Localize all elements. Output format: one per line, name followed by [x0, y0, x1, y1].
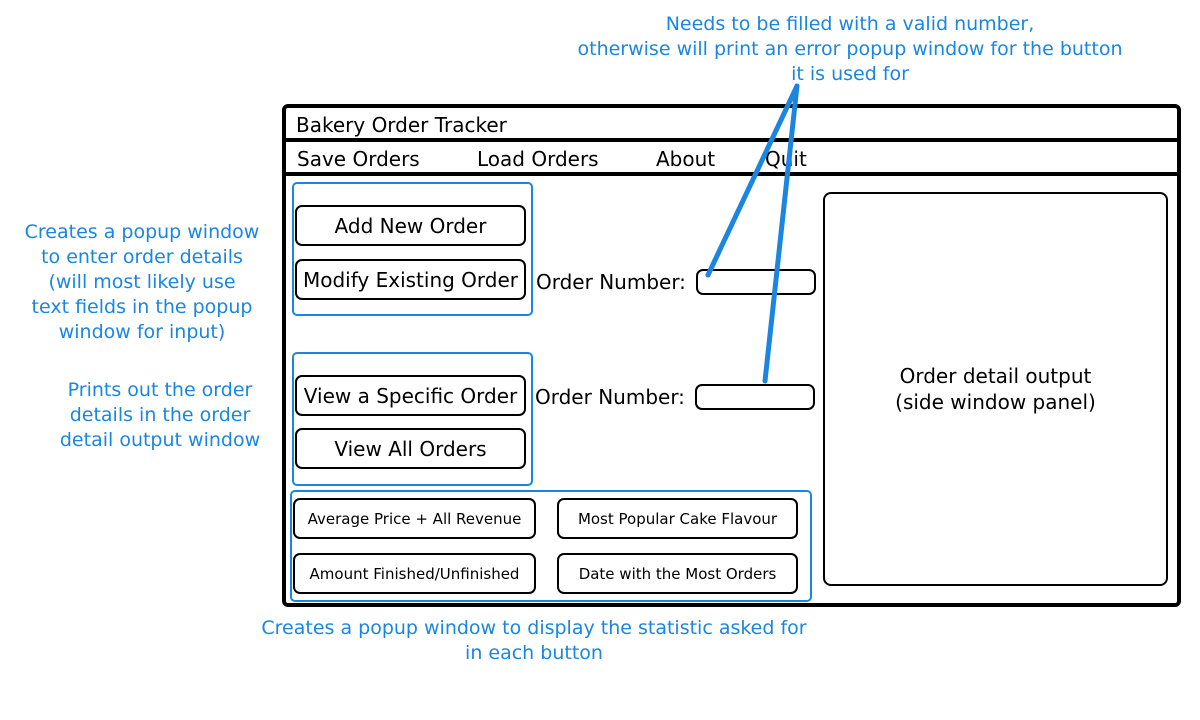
order-number-annotation: Needs to be filled with a valid number, … — [540, 12, 1160, 87]
add-new-order-button[interactable]: Add New Order — [295, 205, 526, 246]
average-price-revenue-button[interactable]: Average Price + All Revenue — [293, 498, 536, 539]
stats-annotation: Creates a popup window to display the st… — [224, 616, 844, 666]
most-popular-flavour-button[interactable]: Most Popular Cake Flavour — [557, 498, 798, 539]
annotation-line: in each button — [465, 642, 603, 664]
output-panel-sublabel: (side window panel) — [895, 390, 1096, 414]
view-all-orders-button[interactable]: View All Orders — [295, 428, 526, 469]
modify-existing-order-button[interactable]: Modify Existing Order — [295, 259, 526, 300]
title-bar: Bakery Order Tracker — [286, 108, 1177, 142]
app-window: Bakery Order Tracker Save Orders Load Or… — [282, 104, 1181, 607]
menu-bar: Save Orders Load Orders About Quit — [286, 142, 1177, 176]
amount-finished-unfinished-button[interactable]: Amount Finished/Unfinished — [293, 553, 536, 594]
view-specific-order-button[interactable]: View a Specific Order — [295, 375, 526, 416]
window-title: Bakery Order Tracker — [296, 113, 507, 137]
output-panel-label: Order detail output — [899, 364, 1092, 388]
order-number-label: Order Number: — [536, 270, 686, 294]
annotation-line: Needs to be filled with a valid number, — [665, 13, 1035, 35]
annotation-line: text fields in the popup — [31, 296, 253, 318]
menu-about[interactable]: About — [656, 147, 716, 171]
order-detail-output-panel: Order detail output (side window panel) — [823, 192, 1168, 586]
annotation-line: details in the order — [69, 404, 251, 426]
order-edit-group — [292, 182, 533, 316]
menu-quit[interactable]: Quit — [765, 147, 807, 171]
order-view-group — [292, 352, 533, 486]
statistics-group — [290, 490, 812, 602]
add-modify-annotation: Creates a popup window to enter order de… — [8, 220, 276, 345]
menu-load-orders[interactable]: Load Orders — [477, 147, 599, 171]
order-number-label: Order Number: — [535, 385, 685, 409]
annotation-line: it is used for — [791, 63, 909, 85]
annotation-line: Creates a popup window to display the st… — [261, 617, 807, 639]
annotation-line: otherwise will print an error popup wind… — [577, 38, 1123, 60]
annotation-line: to enter order details — [41, 246, 243, 268]
order-number-input-view[interactable] — [695, 384, 815, 410]
order-number-input-modify[interactable] — [696, 269, 816, 295]
view-annotation: Prints out the order details in the orde… — [30, 378, 290, 453]
annotation-line: detail output window — [59, 429, 261, 451]
annotation-line: Creates a popup window — [24, 221, 260, 243]
menu-save-orders[interactable]: Save Orders — [297, 147, 420, 171]
annotation-line: Prints out the order — [67, 379, 253, 401]
date-most-orders-button[interactable]: Date with the Most Orders — [557, 553, 798, 594]
annotation-line: window for input) — [58, 321, 226, 343]
annotation-line: (will most likely use — [48, 271, 236, 293]
